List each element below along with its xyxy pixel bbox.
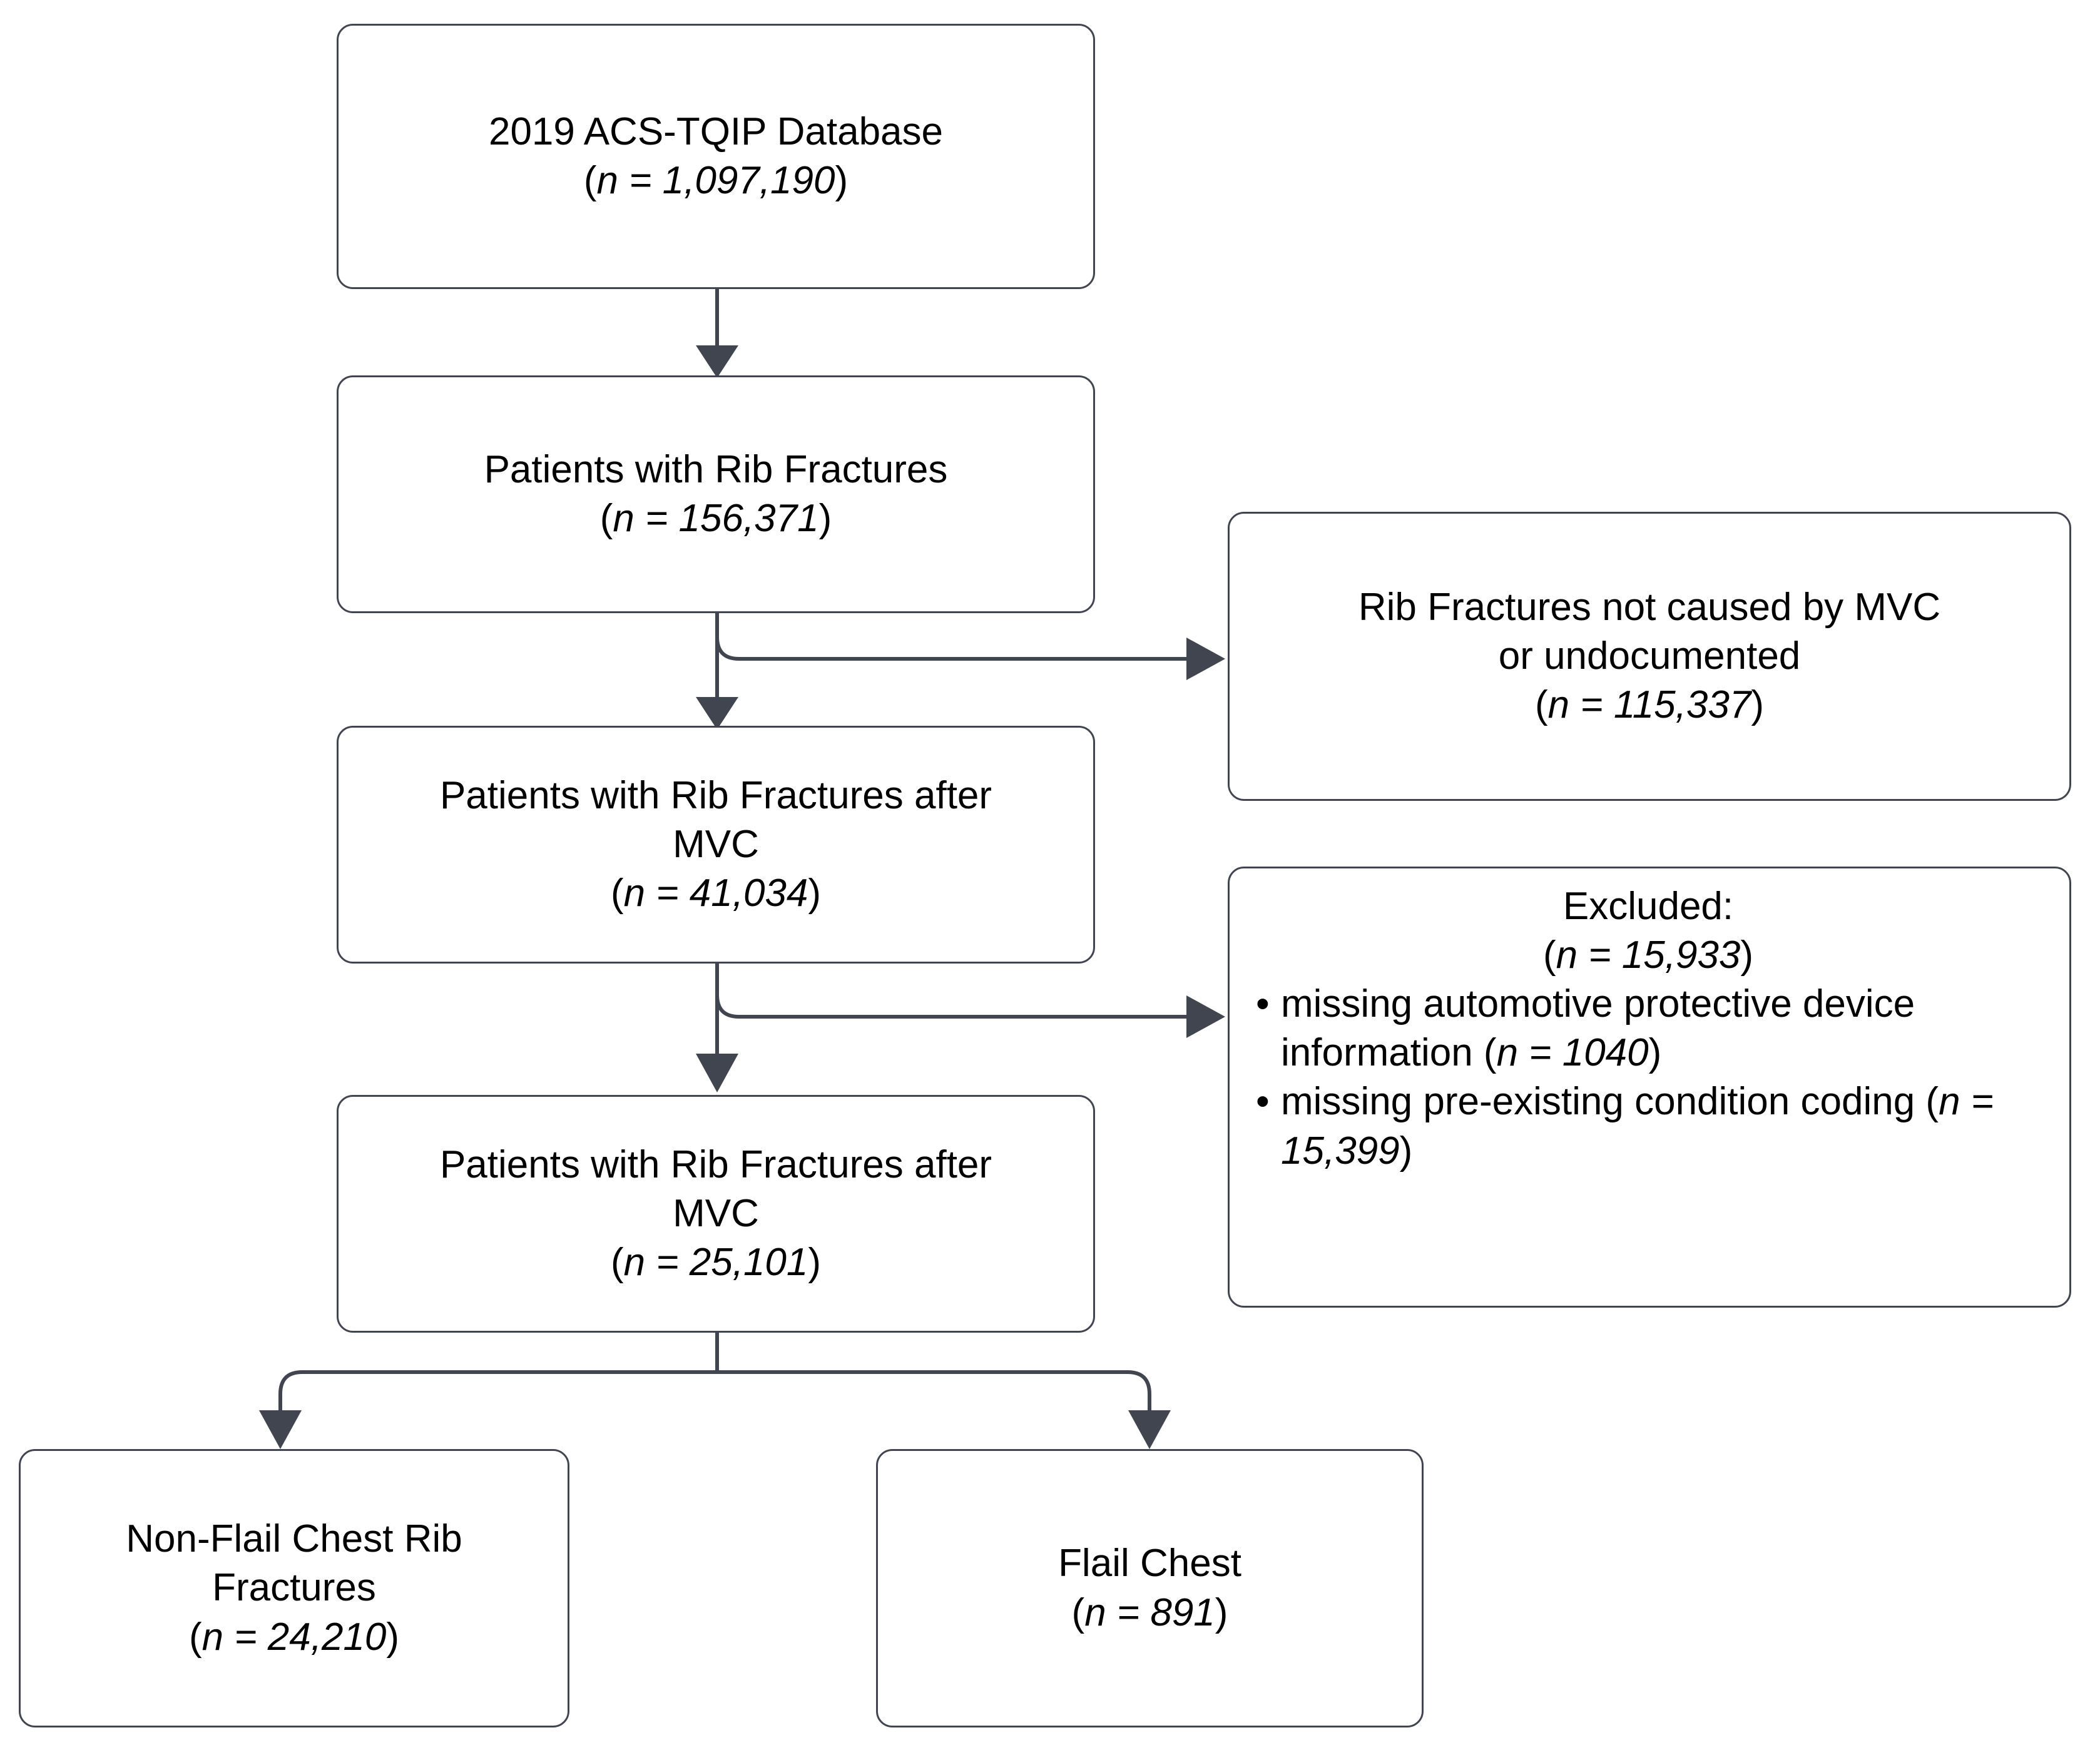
connector-final-to-flail xyxy=(717,1370,1151,1415)
connector-final-to-nonflail xyxy=(278,1370,717,1415)
node-database-title: 2019 ACS-TQIP Database xyxy=(488,109,944,153)
node-excluded-item-1-value: = 15,399 xyxy=(1281,1080,1994,1173)
node-not-caused-by-mvc-line1: Rib Fractures not caused by MVC xyxy=(1358,585,1941,629)
arrowhead-final-to-nonflail xyxy=(259,1410,302,1449)
node-not-caused-by-mvc-line2: or undocumented xyxy=(1498,634,1801,678)
arrowhead-database-to-ribfractures xyxy=(696,345,738,378)
node-excluded-item-1-n: n xyxy=(1939,1080,1960,1124)
node-after-mvc-line1: Patients with Rib Fractures after xyxy=(439,773,992,817)
arrowhead-ribfractures-to-notmvc xyxy=(1186,638,1225,680)
connector-ribfractures-to-notmvc xyxy=(715,636,1190,661)
node-not-caused-by-mvc: Rib Fractures not caused by MVC or undoc… xyxy=(1228,512,2071,801)
list-item: •missing pre-existing condition coding (… xyxy=(1248,1077,2048,1175)
node-flail-chest-count: (n = 891) xyxy=(1071,1590,1228,1634)
node-excluded-item-1-text: missing pre-existing condition coding ( xyxy=(1281,1080,1939,1124)
node-excluded: Excluded: (n = 15,933) •missing automoti… xyxy=(1228,867,2071,1308)
node-not-caused-by-mvc-count: (n = 115,337) xyxy=(1535,683,1764,727)
arrowhead-aftermvc-to-final xyxy=(696,1054,738,1092)
node-excluded-heading: Excluded: xyxy=(1562,885,1734,928)
arrowhead-final-to-flail xyxy=(1128,1410,1171,1449)
node-excluded-item-0-value: = 1040 xyxy=(1518,1031,1649,1075)
node-after-mvc-count: (n = 41,034) xyxy=(610,872,822,915)
node-excluded-list: •missing automotive protective device in… xyxy=(1248,980,2048,1175)
node-after-mvc-final-line1: Patients with Rib Fractures after xyxy=(439,1142,992,1186)
node-flail-chest-line1: Flail Chest xyxy=(1058,1542,1241,1585)
list-item: •missing automotive protective device in… xyxy=(1248,980,2048,1077)
node-excluded-item-0-n: n xyxy=(1496,1031,1519,1075)
node-flail-chest: Flail Chest (n = 891) xyxy=(876,1449,1424,1727)
node-excluded-item-0-text: missing automotive protective device inf… xyxy=(1281,982,1915,1075)
node-non-flail-chest-line2: Fractures xyxy=(212,1566,376,1610)
node-non-flail-chest-line1: Non-Flail Chest Rib xyxy=(126,1517,462,1561)
node-after-mvc-final-count: (n = 25,101) xyxy=(610,1241,822,1285)
node-non-flail-chest: Non-Flail Chest Rib Fractures (n = 24,21… xyxy=(19,1449,569,1727)
node-excluded-item-0-close: ) xyxy=(1648,1031,1662,1075)
arrowhead-aftermvc-to-excluded xyxy=(1186,995,1225,1038)
connector-aftermvc-to-excluded xyxy=(715,994,1190,1019)
node-after-mvc-final: Patients with Rib Fractures after MVC (n… xyxy=(337,1095,1095,1333)
node-excluded-count: (n = 15,933) xyxy=(1542,934,1754,977)
node-rib-fractures-title: Patients with Rib Fractures xyxy=(484,447,948,491)
node-rib-fractures: Patients with Rib Fractures (n = 156,371… xyxy=(337,375,1095,613)
node-database: 2019 ACS-TQIP Database (n = 1,097,190) xyxy=(337,24,1095,289)
node-after-mvc-final-line2: MVC xyxy=(673,1191,759,1235)
node-non-flail-chest-count: (n = 24,210) xyxy=(188,1615,400,1659)
bullet-icon: • xyxy=(1256,1080,1270,1124)
node-rib-fractures-count: (n = 156,371) xyxy=(599,497,832,540)
bullet-icon: • xyxy=(1256,982,1270,1026)
node-after-mvc: Patients with Rib Fractures after MVC (n… xyxy=(337,726,1095,964)
node-database-count: (n = 1,097,190) xyxy=(583,159,849,202)
arrowhead-ribfractures-to-aftermvc xyxy=(696,697,738,730)
node-after-mvc-line2: MVC xyxy=(673,822,759,866)
node-excluded-item-1-close: ) xyxy=(1399,1129,1413,1173)
